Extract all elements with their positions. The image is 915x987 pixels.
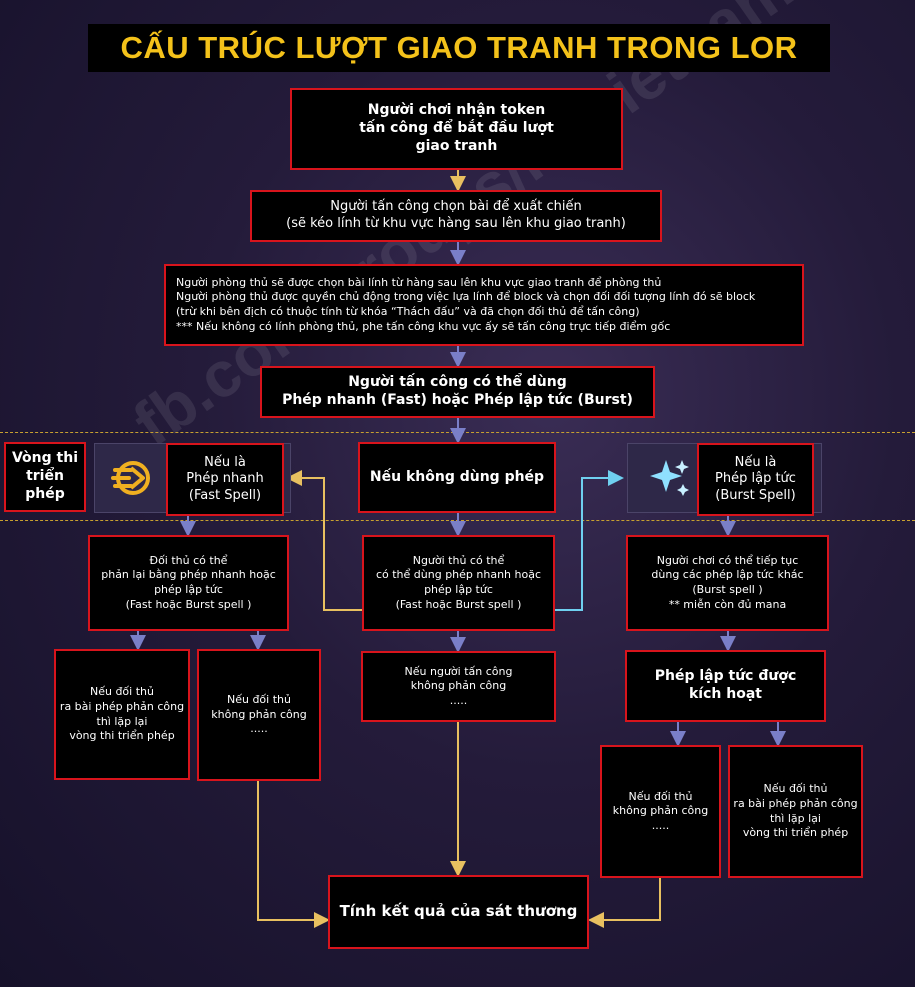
- node-damage-result: Tính kết quả của sát thương: [328, 875, 589, 949]
- node-burst-spell: Nếu là Phép lập tức (Burst Spell): [697, 443, 814, 516]
- node-defender-response: Người thủ có thể có thể dùng phép nhanh …: [362, 535, 555, 631]
- node-fast-spell: Nếu là Phép nhanh (Fast Spell): [166, 443, 284, 516]
- arrow-center-to-fast: [286, 470, 363, 611]
- arrow-fastnocounter-result: [257, 781, 330, 928]
- node-fast-counter: Nếu đối thủ ra bài phép phản công thì lặ…: [54, 649, 190, 780]
- page-title: CẤU TRÚC LƯỢT GIAO TRANH TRONG LOR: [88, 24, 830, 72]
- arrow-center-to-burst: [553, 470, 624, 611]
- node-no-spell: Nếu không dùng phép: [358, 442, 556, 513]
- node-burst-activated: Phép lập tức được kích hoạt: [625, 650, 826, 722]
- node-burst-no-counter: Nếu đối thủ không phản công .....: [600, 745, 721, 878]
- node-attacker-no-counter: Nếu người tấn công không phản công .....: [361, 651, 556, 722]
- node-attacker-may-cast: Người tấn công có thể dùng Phép nhanh (F…: [260, 366, 655, 418]
- burst-spell-icon: [648, 456, 692, 504]
- node-receive-attack-token: Người chơi nhận token tấn công để bắt đầ…: [290, 88, 623, 170]
- node-attacker-chooses-cards: Người tấn công chọn bài để xuất chiến (s…: [250, 190, 662, 242]
- arrow-burstnocounter-result: [588, 878, 661, 928]
- node-spell-phase: Vòng thi triển phép: [4, 442, 86, 512]
- node-burst-counter: Nếu đối thủ ra bài phép phản công thì lặ…: [728, 745, 863, 878]
- node-burst-response: Người chơi có thể tiếp tục dùng các phép…: [626, 535, 829, 631]
- node-defender-blocks: Người phòng thủ sẽ được chọn bài lính từ…: [164, 264, 804, 346]
- node-fast-no-counter: Nếu đối thủ không phản công .....: [197, 649, 321, 781]
- node-fast-response: Đối thủ có thể phản lại bằng phép nhanh …: [88, 535, 289, 631]
- fast-spell-icon: [109, 454, 157, 506]
